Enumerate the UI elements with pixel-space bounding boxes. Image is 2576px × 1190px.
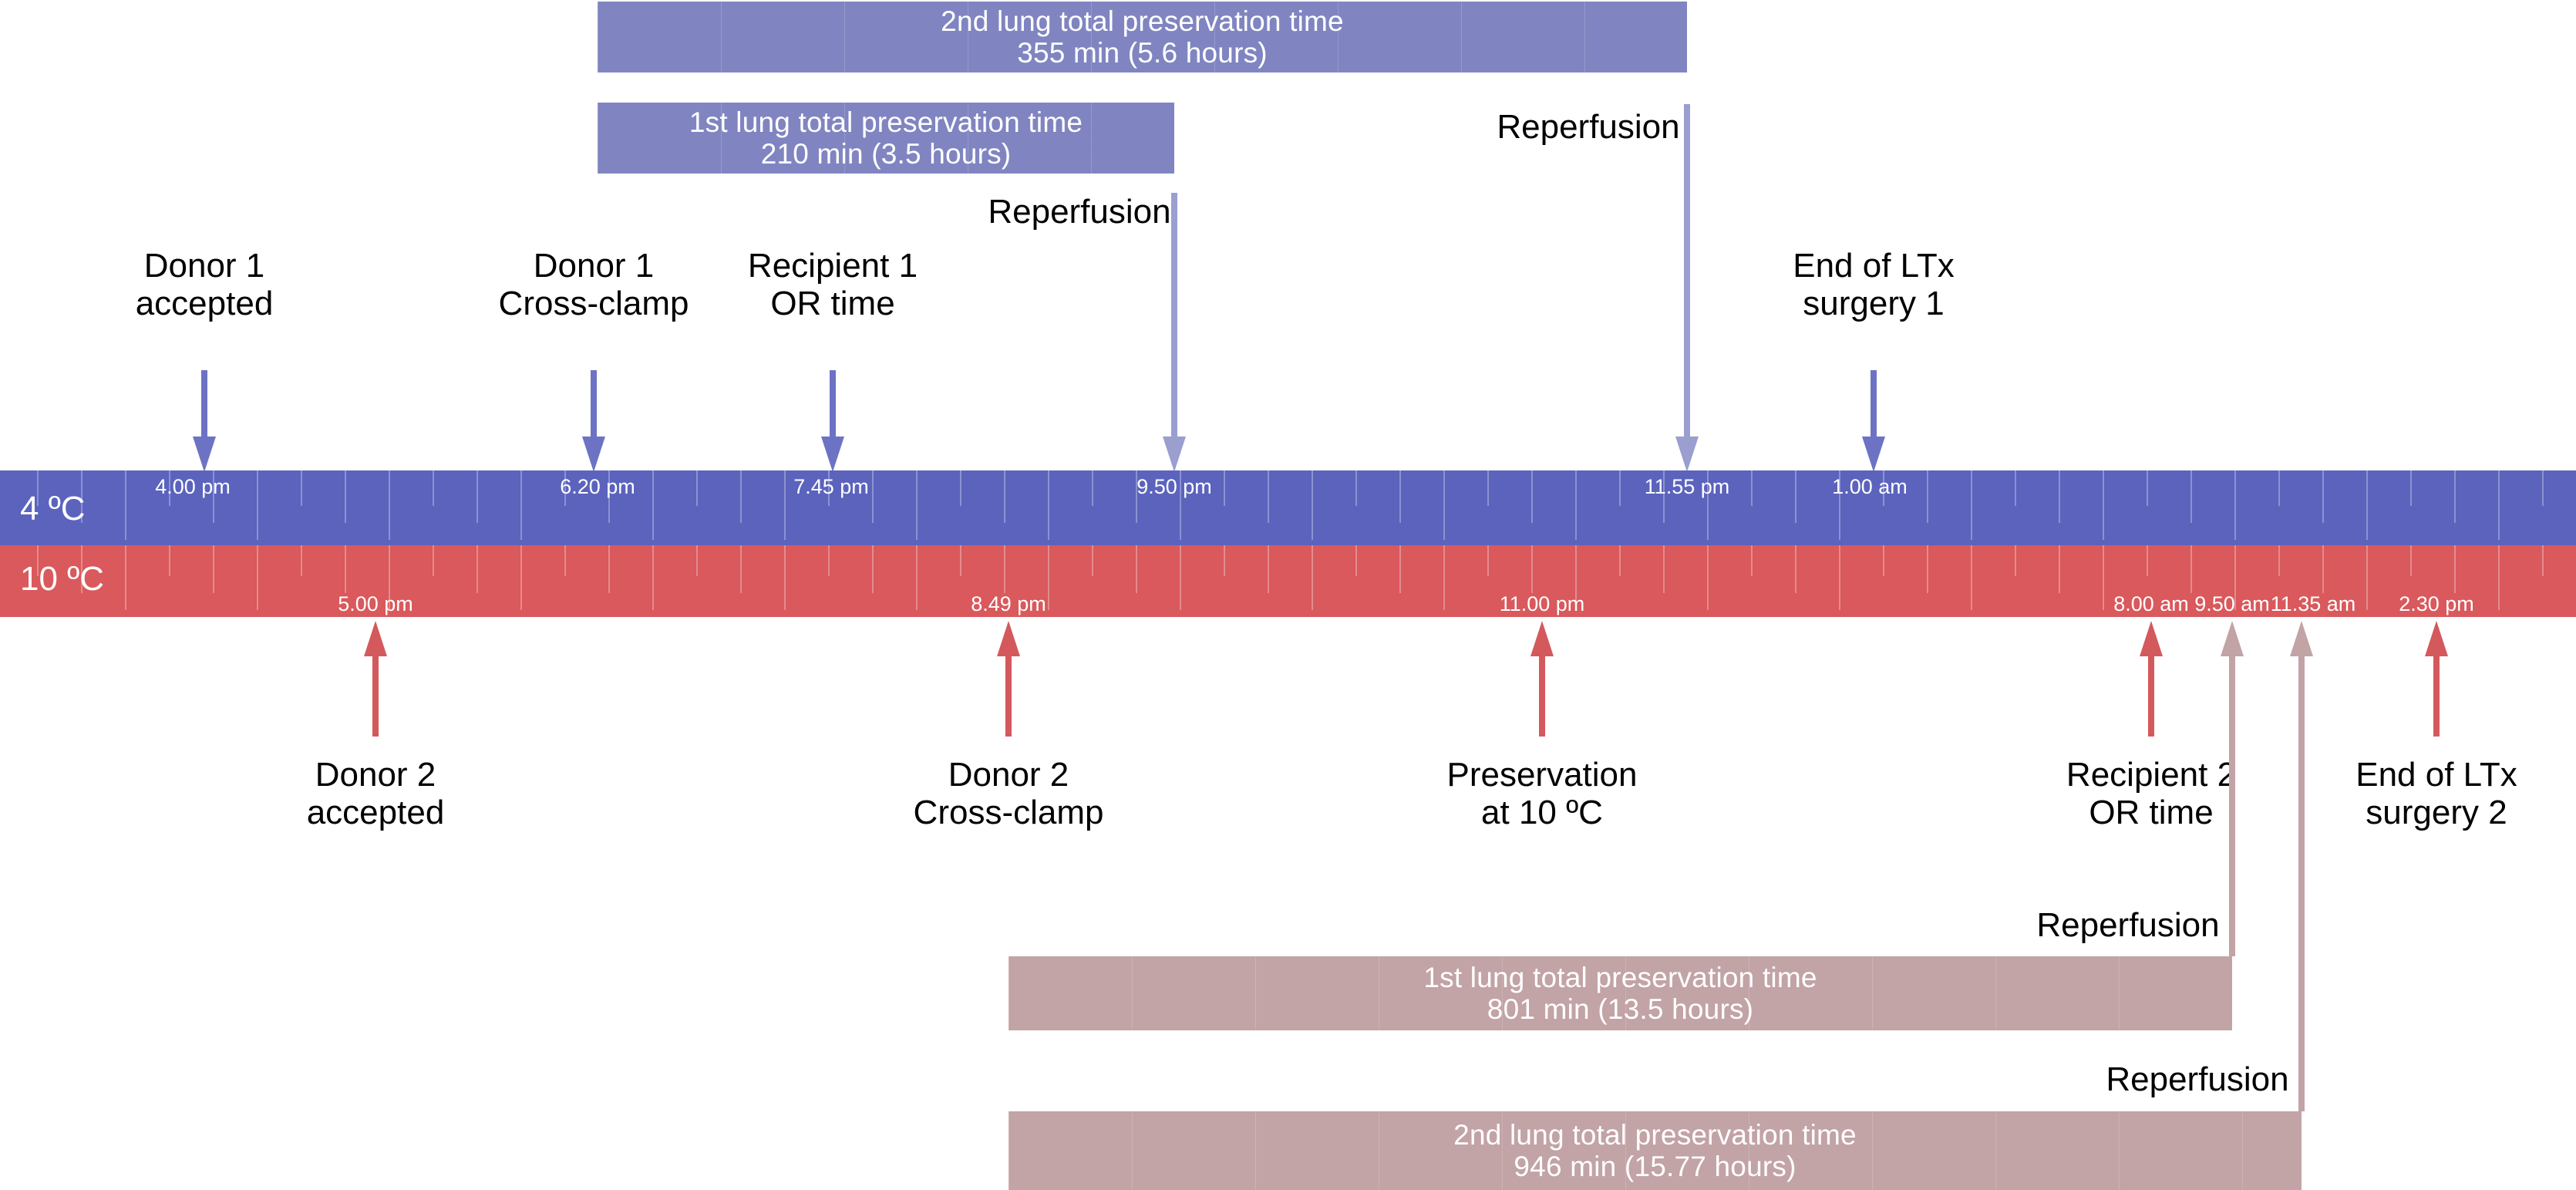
timestamp-4c: 11.55 pm	[1644, 475, 1730, 498]
arrow-down-icon-donor-1-accepted	[193, 370, 216, 472]
arrow-up-icon-reperfusion-4	[2290, 621, 2313, 1111]
arrow-up-icon-reperfusion-3	[2221, 621, 2244, 956]
event-label-line-2: Cross-clamp	[913, 794, 1104, 832]
timestamp-4c: 9.50 pm	[1136, 475, 1212, 498]
preservation-bar-duration: 946 min (15.77 hours)	[1514, 1151, 1796, 1182]
event-label-line-1: Donor 1	[533, 247, 655, 285]
timestamp-10c: 11.00 pm	[1499, 592, 1585, 615]
event-label-reperfusion-1: Reperfusion	[988, 193, 1170, 231]
arrow-down-icon-donor-1-cross-clamp	[582, 370, 605, 472]
event-label-line-1: Reperfusion	[1497, 108, 1680, 146]
arrow-up-icon-end-ltx-surgery-2	[2425, 621, 2448, 737]
event-label-reperfusion-3: Reperfusion	[2036, 906, 2219, 944]
event-label-line-1: End of LTx	[1793, 247, 1955, 285]
event-label-line-2: surgery 2	[2366, 794, 2507, 832]
timestamp-10c: 8.00 am	[2113, 592, 2189, 615]
band-label-10c: 10 ºC	[20, 560, 105, 598]
event-label-line-1: Reperfusion	[2036, 906, 2220, 944]
event-label-line-1: Reperfusion	[2106, 1060, 2289, 1098]
event-label-line-1: Recipient 1	[747, 247, 918, 285]
event-label-line-2: accepted	[135, 285, 274, 323]
preservation-bar-duration: 355 min (5.6 hours)	[1017, 37, 1268, 69]
arrow-up-icon-donor-2-accepted	[364, 621, 387, 737]
event-label-line-1: End of LTx	[2355, 756, 2517, 794]
timestamp-10c: 11.35 am	[2270, 592, 2356, 615]
timestamp-4c: 7.45 pm	[793, 475, 869, 498]
band-ticks-4c	[0, 470, 2576, 545]
timestamp-10c: 9.50 am	[2194, 592, 2270, 615]
event-label-line-2: OR time	[770, 285, 895, 323]
preservation-bar-duration: 801 min (13.5 hours)	[1487, 993, 1754, 1025]
arrow-down-icon-recipient-1-or-time	[821, 370, 844, 472]
temperature-band-4c: 4 ºC	[0, 470, 2576, 545]
event-label-line-1: Donor 2	[315, 756, 436, 794]
arrow-down-icon-reperfusion-1	[1163, 193, 1186, 472]
preservation-bar-title: 1st lung total preservation time	[1423, 961, 1817, 993]
timestamp-10c: 2.30 pm	[2399, 592, 2474, 615]
event-label-line-1: Preservation	[1446, 756, 1638, 794]
preservation-bar-title: 2nd lung total preservation time	[1453, 1118, 1857, 1151]
timestamp-10c: 8.49 pm	[971, 592, 1046, 615]
event-label-reperfusion-2: Reperfusion	[1497, 108, 1679, 146]
event-label-line-2: Cross-clamp	[498, 285, 689, 323]
timestamp-4c: 4.00 pm	[155, 475, 231, 498]
band-label-4c: 4 ºC	[20, 490, 86, 528]
arrow-up-icon-donor-2-cross-clamp	[997, 621, 1020, 737]
event-label-line-1: Recipient 2	[2066, 756, 2237, 794]
event-label-line-1: Reperfusion	[988, 193, 1171, 231]
event-label-line-1: Donor 1	[143, 247, 265, 285]
preservation-bar-title: 2nd lung total preservation time	[941, 5, 1344, 37]
preservation-bar-duration: 210 min (3.5 hours)	[760, 138, 1012, 170]
event-label-line-2: accepted	[306, 794, 445, 832]
timestamp-4c: 1.00 am	[1832, 475, 1908, 498]
event-label-line-2: at 10 ºC	[1481, 794, 1603, 832]
event-label-line-2: OR time	[2089, 794, 2214, 832]
timestamp-10c: 5.00 pm	[338, 592, 413, 615]
preservation-bar-title: 1st lung total preservation time	[689, 106, 1083, 138]
timestamp-4c: 6.20 pm	[560, 475, 635, 498]
arrow-up-icon-preservation-at-10c	[1530, 621, 1554, 737]
arrow-up-icon-recipient-2-or-time	[2140, 621, 2163, 737]
event-label-reperfusion-4: Reperfusion	[2106, 1060, 2288, 1098]
arrow-down-icon-reperfusion-2	[1675, 104, 1699, 472]
event-label-line-1: Donor 2	[948, 756, 1069, 794]
arrow-down-icon-end-ltx-surgery-1	[1862, 370, 1885, 472]
event-label-line-2: surgery 1	[1803, 285, 1945, 323]
